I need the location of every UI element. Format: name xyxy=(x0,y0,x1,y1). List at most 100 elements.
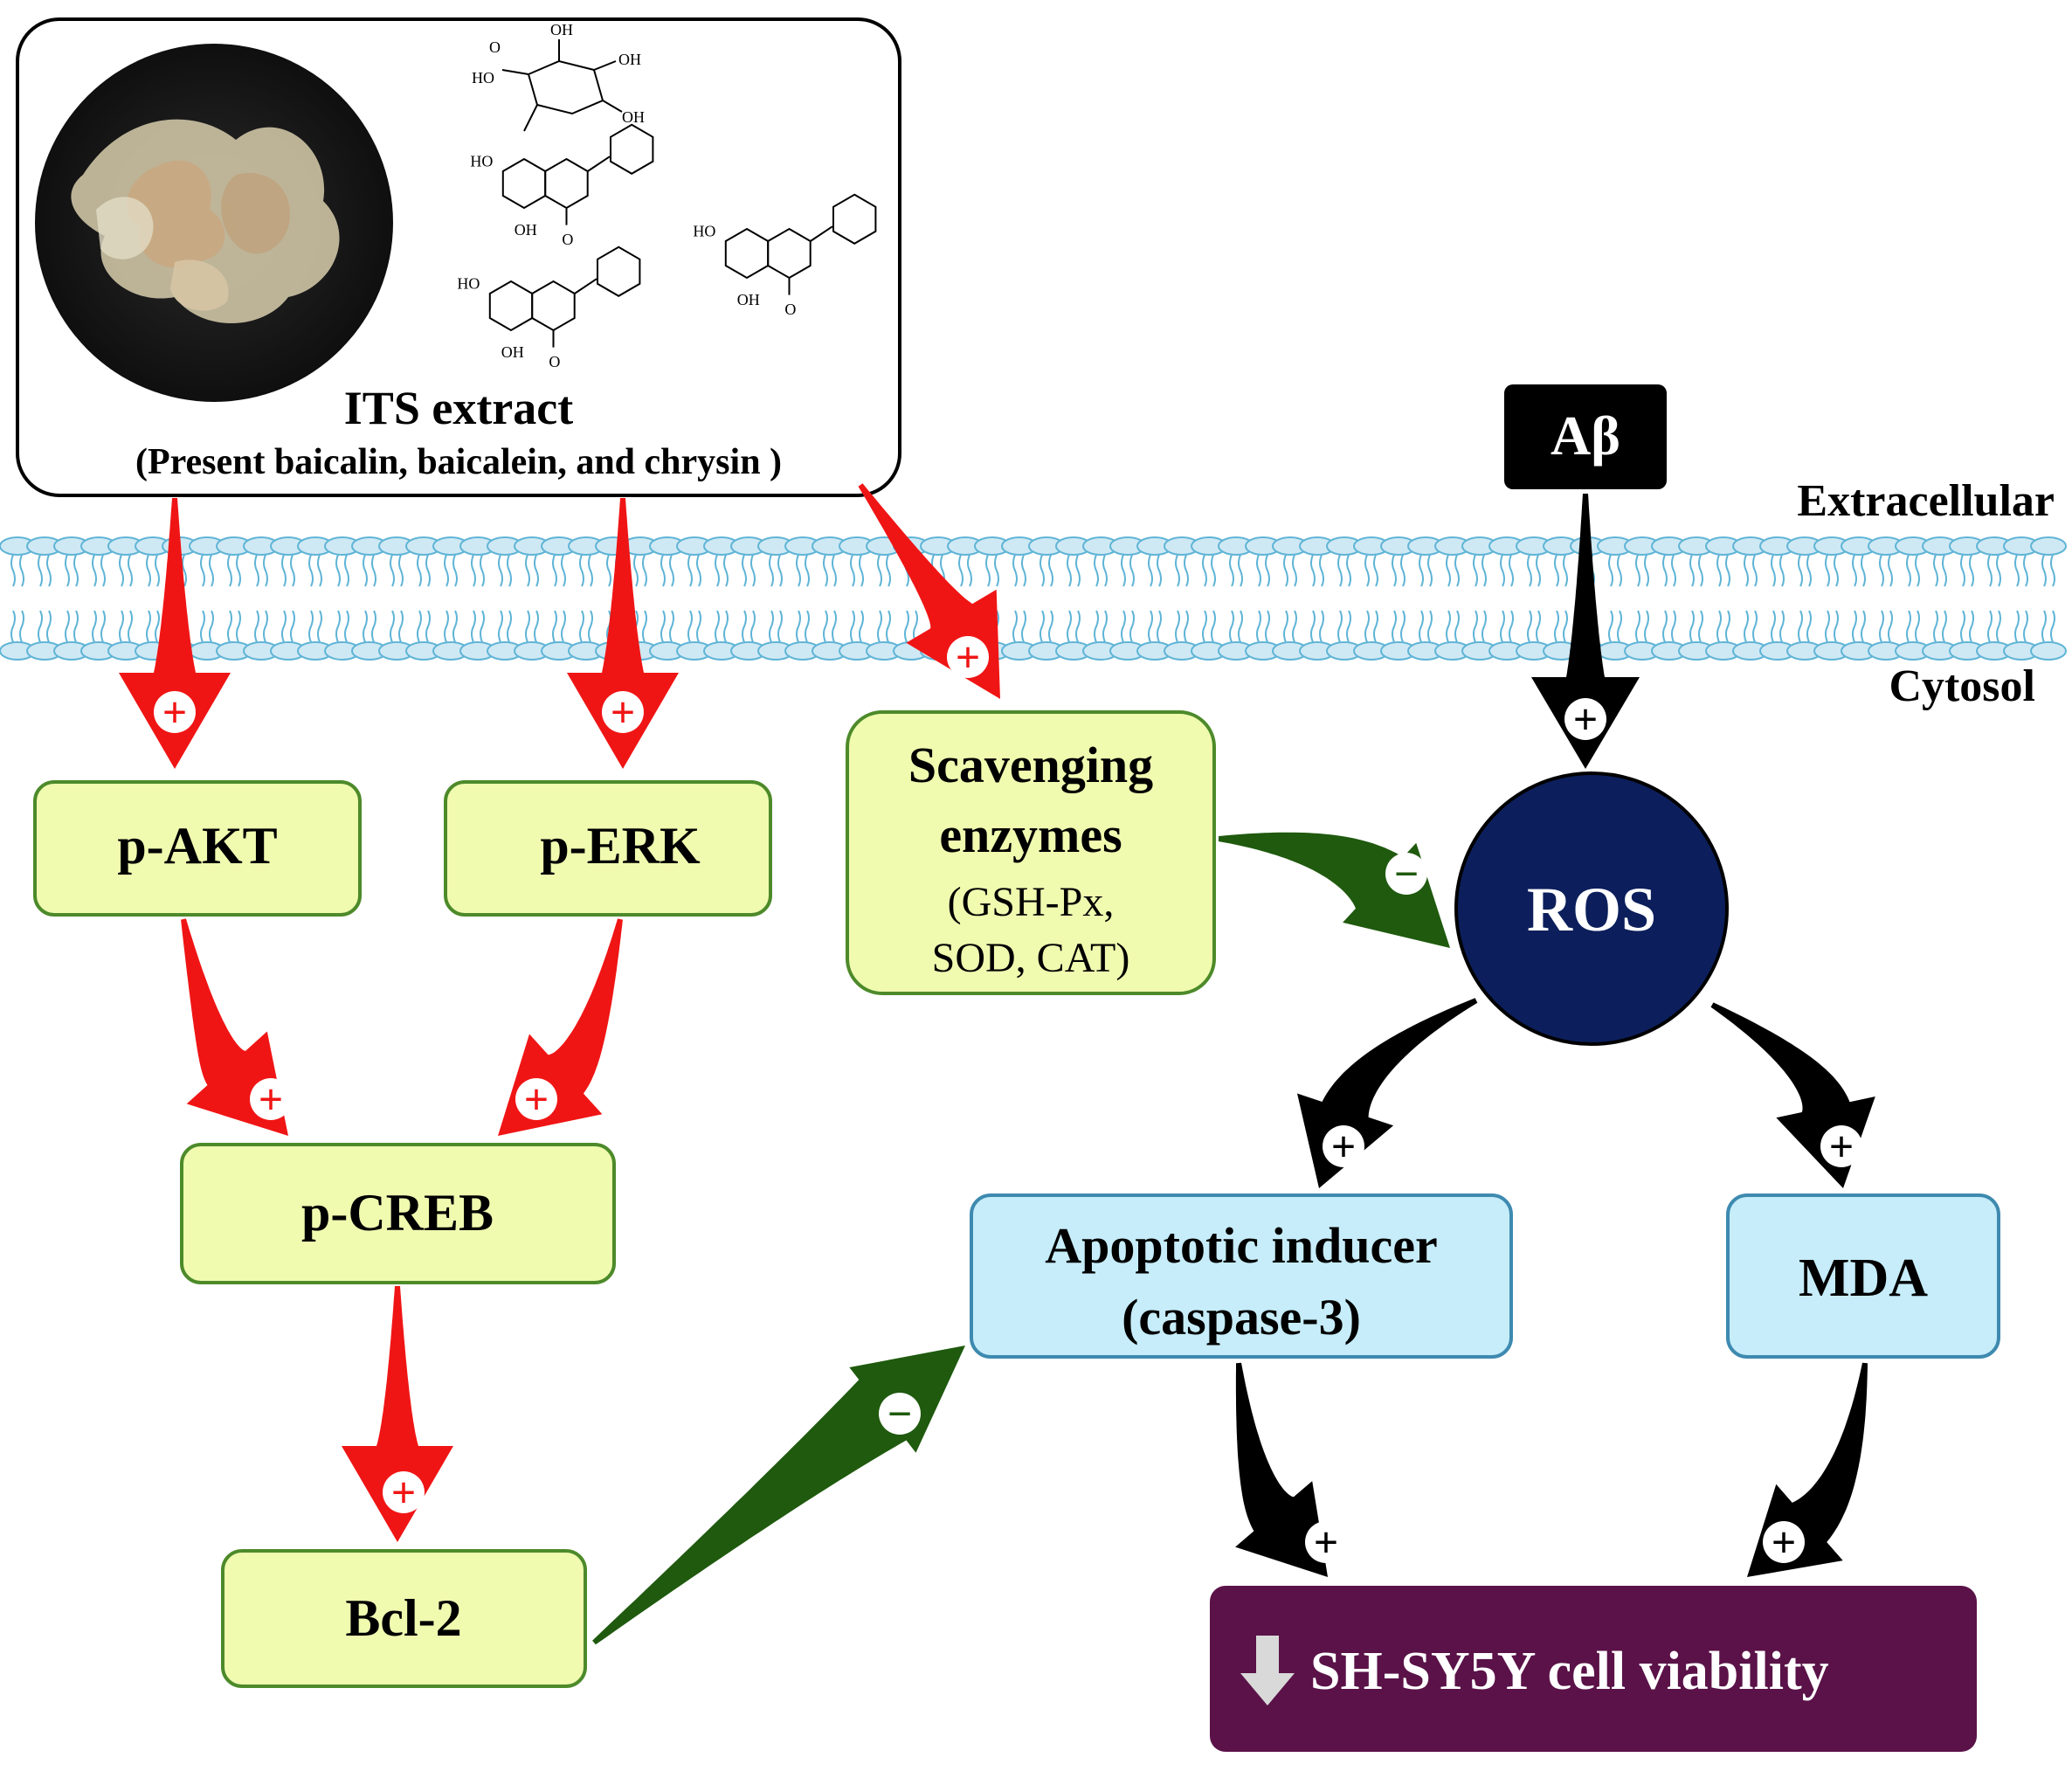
molecule-atom-label: OH xyxy=(737,291,760,308)
plus-sign-viability-left-glyph: + xyxy=(1314,1518,1339,1567)
node-perk xyxy=(444,780,772,917)
lipid-tails xyxy=(444,554,458,643)
node-ros-label: ROS xyxy=(1527,875,1656,944)
node-bcl2-label: Bcl-2 xyxy=(345,1589,461,1647)
signs-layer: +++++++++++−− xyxy=(154,633,1862,1567)
lipid-tails xyxy=(1852,554,1866,643)
lipid-tails xyxy=(1879,554,1893,643)
molecule-atom-label: HO xyxy=(472,69,494,86)
scav-line1: Scavenging xyxy=(908,737,1153,793)
lipid-tails xyxy=(417,554,431,643)
molecule-atom-label: O xyxy=(562,231,573,248)
molecule-atom-label: OH xyxy=(501,343,524,361)
plus-sign-bcl2-glyph: + xyxy=(391,1468,417,1517)
lipid-tails xyxy=(796,554,810,643)
node-pakt xyxy=(33,780,362,917)
lipid-tails xyxy=(579,554,593,643)
lipid-head xyxy=(2030,641,2067,661)
node-perk-label: p-ERK xyxy=(540,817,701,875)
lipid-tails xyxy=(985,554,999,643)
lipid-tails xyxy=(119,554,133,643)
plus-sign-scavenging: + xyxy=(947,633,989,681)
node-scavenging-enzymes xyxy=(846,710,1216,995)
molecule-atom-label: HO xyxy=(457,274,480,292)
lipid-tails xyxy=(687,554,701,643)
lipid-tails xyxy=(1933,554,1947,643)
lipid-tails xyxy=(254,554,268,643)
lipid-tails xyxy=(1608,554,1622,643)
lipid-tails xyxy=(525,554,539,643)
plus-sign-apoptotic-glyph: + xyxy=(1331,1122,1357,1171)
lipid-tails xyxy=(1283,554,1297,643)
molecule-atom-label: HO xyxy=(470,152,493,169)
lipid-tails xyxy=(823,554,837,643)
molecule-atom-label: O xyxy=(549,353,560,370)
lipid-tails xyxy=(1689,554,1703,643)
lipid-tails xyxy=(1473,554,1487,643)
lipid-tails xyxy=(227,554,241,643)
extract-title: ITS extract xyxy=(344,382,573,434)
lipid-tails xyxy=(363,554,376,643)
plus-sign-pakt-glyph: + xyxy=(162,688,188,737)
plus-sign-perk-glyph: + xyxy=(611,688,636,737)
molecule-atom-label: OH xyxy=(515,221,537,239)
extracellular-label: Extracellular xyxy=(1797,476,2055,526)
plus-sign-perk: + xyxy=(602,688,644,737)
arrow-abeta-to-ros xyxy=(1531,494,1640,769)
node-ros xyxy=(1454,771,1729,1046)
lipid-tails xyxy=(1392,554,1406,643)
lipid-tails xyxy=(552,554,566,643)
lipid-tails xyxy=(1716,554,1730,643)
lipid-tails xyxy=(335,554,349,643)
plus-sign-apoptotic: + xyxy=(1323,1122,1364,1171)
lipid-tails xyxy=(390,554,404,643)
node-mda xyxy=(1726,1193,2000,1359)
lipid-tails xyxy=(1798,554,1812,643)
lipid-tails xyxy=(1310,554,1324,643)
node-bcl2 xyxy=(221,1549,587,1688)
lipid-tails xyxy=(660,554,674,643)
viability-label: SH-SY5Y cell viability xyxy=(1310,1642,1829,1701)
lipid-tails xyxy=(850,554,864,643)
extract-photo xyxy=(35,44,393,402)
plus-sign-mda: + xyxy=(1820,1122,1862,1171)
lipid-tails xyxy=(769,554,783,643)
lipid-tails xyxy=(1256,554,1270,643)
molecule-atom-label: HO xyxy=(693,222,715,239)
plus-sign-scavenging-glyph: + xyxy=(956,633,981,681)
lipid-tails xyxy=(10,554,24,643)
lipid-tails xyxy=(1960,554,1974,643)
molecule-atom-label: OH xyxy=(622,108,645,126)
lipid-tails xyxy=(1906,554,1920,643)
lipid-tails xyxy=(471,554,485,643)
plus-sign-pakt-creb: + xyxy=(250,1075,292,1124)
minus-sign-apoptotic-glyph: − xyxy=(888,1389,913,1438)
minus-sign-ros: − xyxy=(1385,849,1427,898)
molecule-atom-label: O xyxy=(784,301,796,318)
lipid-tails xyxy=(1446,554,1460,643)
lipid-tails xyxy=(200,554,214,643)
lipid-tails xyxy=(1419,554,1433,643)
lipid-tails xyxy=(1148,554,1162,643)
lipid-tails xyxy=(1825,554,1839,643)
lipid-tails xyxy=(281,554,295,643)
molecule-atom-label: OH xyxy=(618,51,641,68)
lipid-tails xyxy=(146,554,160,643)
lipid-tails xyxy=(715,554,729,643)
lipid-tails xyxy=(1744,554,1758,643)
lipid-tails xyxy=(633,554,647,643)
minus-sign-ros-glyph: − xyxy=(1394,849,1419,898)
lipid-tails xyxy=(1662,554,1676,643)
plus-sign-mda-glyph: + xyxy=(1829,1122,1854,1171)
down-arrow-icon xyxy=(1240,1636,1295,1705)
lipid-tails xyxy=(1527,554,1541,643)
lipid-tails xyxy=(1771,554,1785,643)
arrow-extract-to-perk xyxy=(567,498,679,769)
node-cell-viability xyxy=(1210,1586,1977,1752)
scav-line3: (GSH-Px, xyxy=(948,879,1115,925)
minus-sign-apoptotic: − xyxy=(879,1389,921,1438)
lipid-tails xyxy=(1121,554,1135,643)
